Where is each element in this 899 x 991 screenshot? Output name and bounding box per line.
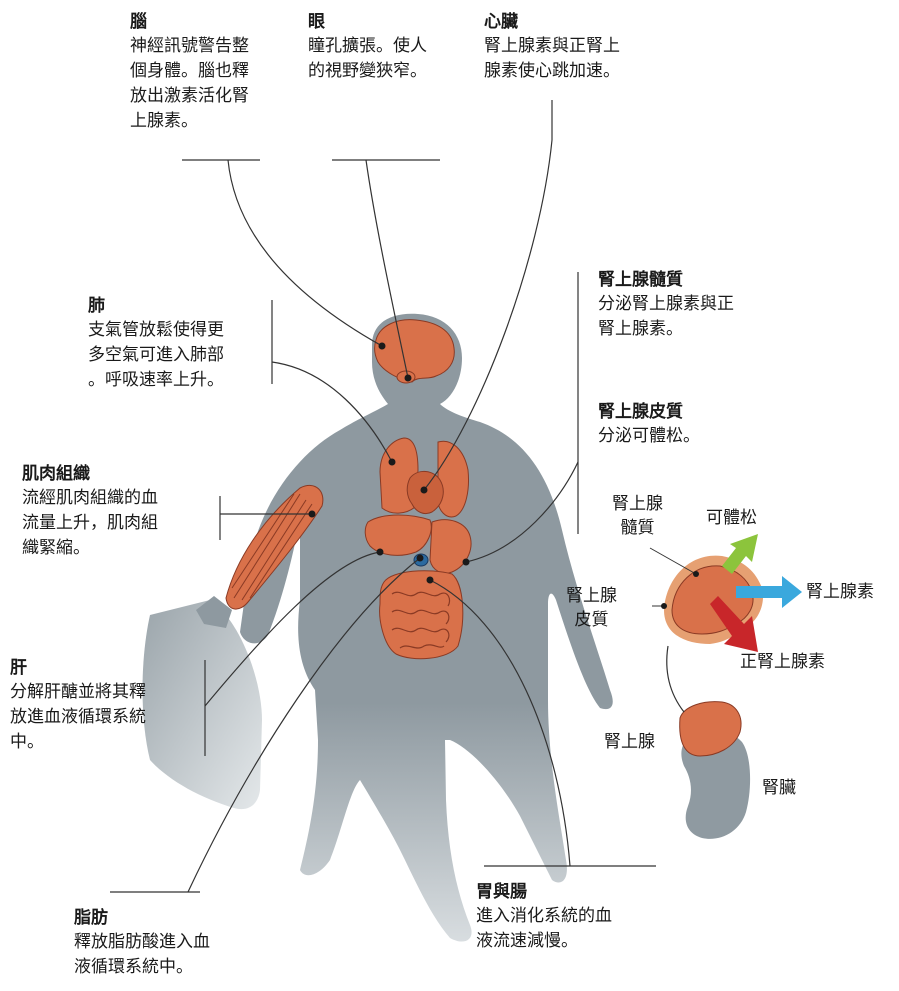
adrenal-connector-line <box>667 646 684 712</box>
inset-medulla-label: 腎上腺 髓質 <box>612 492 663 540</box>
callout-title: 腦 <box>130 10 249 34</box>
callout-line: 。呼吸速率上升。 <box>88 368 224 393</box>
callout-line: 瞳孔擴張。使人 <box>308 34 427 59</box>
callout-line: 進入消化系統的血 <box>476 904 612 929</box>
callout-line: 上腺素。 <box>130 109 249 134</box>
callout-line: 腺素使心跳加速。 <box>484 59 620 84</box>
callout-line: 流量上升，肌肉組 <box>22 511 158 536</box>
callout-adrenal-medulla: 腎上腺髓質 分泌腎上腺素與正 腎上腺素。 <box>598 268 734 342</box>
callout-title: 肺 <box>88 294 224 318</box>
human-silhouette <box>143 314 613 942</box>
callout-line: 個身體。腦也釋 <box>130 59 249 84</box>
callout-eye: 眼 瞳孔擴張。使人 的視野變狹窄。 <box>308 10 427 84</box>
callout-line: 釋放脂肪酸進入血 <box>74 930 210 955</box>
callout-line: 放出激素活化腎 <box>130 84 249 109</box>
callout-title: 胃與腸 <box>476 880 612 904</box>
callout-line: 流經肌肉組織的血 <box>22 486 158 511</box>
callout-brain: 腦 神經訊號警告整 個身體。腦也釋 放出激素活化腎 上腺素。 <box>130 10 249 134</box>
callout-lung: 肺 支氣管放鬆使得更 多空氣可進入肺部 。呼吸速率上升。 <box>88 294 224 393</box>
callout-line: 神經訊號警告整 <box>130 34 249 59</box>
callout-heart: 心臟 腎上腺素與正腎上 腺素使心跳加速。 <box>484 10 620 84</box>
intestines-icon <box>380 571 463 659</box>
medulla-pointer-dot <box>693 571 699 577</box>
callout-line: 的視野變狹窄。 <box>308 59 427 84</box>
callout-line: 液循環系統中。 <box>74 955 210 980</box>
callout-line: 放進血液循環系統 <box>10 705 146 730</box>
callout-title: 肌肉組織 <box>22 462 158 486</box>
callout-line: 液流速減慢。 <box>476 929 612 954</box>
callout-title: 肝 <box>10 656 146 680</box>
inset-label-line: 腎上腺 <box>612 492 663 516</box>
inset-label-line: 髓質 <box>612 516 663 540</box>
callout-line: 分泌可體松。 <box>598 424 700 449</box>
callout-fat: 脂肪 釋放脂肪酸進入血 液循環系統中。 <box>74 906 210 980</box>
epinephrine-label: 腎上腺素 <box>806 580 874 604</box>
callout-line: 支氣管放鬆使得更 <box>88 318 224 343</box>
cortisol-label: 可體松 <box>706 506 757 530</box>
callout-line: 中。 <box>10 730 146 755</box>
callout-title: 脂肪 <box>74 906 210 930</box>
callout-line: 腎上腺素。 <box>598 317 734 342</box>
callout-liver: 肝 分解肝醣並將其釋 放進血液循環系統 中。 <box>10 656 146 755</box>
inset-label-line: 皮質 <box>566 608 617 632</box>
callout-title: 腎上腺髓質 <box>598 268 734 292</box>
norepinephrine-label: 正腎上腺素 <box>740 650 825 674</box>
callout-line: 分泌腎上腺素與正 <box>598 292 734 317</box>
callout-line: 分解肝醣並將其釋 <box>10 680 146 705</box>
callout-muscle: 肌肉組織 流經肌肉組織的血 流量上升，肌肉組 織緊縮。 <box>22 462 158 561</box>
callout-title: 腎上腺皮質 <box>598 400 700 424</box>
kidney-label: 腎臟 <box>762 776 796 800</box>
callout-line: 多空氣可進入肺部 <box>88 343 224 368</box>
inset-label-line: 腎上腺 <box>566 584 617 608</box>
callout-title: 心臟 <box>484 10 620 34</box>
inset-cortex-label: 腎上腺 皮質 <box>566 584 617 632</box>
callout-title: 眼 <box>308 10 427 34</box>
callout-gut: 胃與腸 進入消化系統的血 液流速減慢。 <box>476 880 612 954</box>
cortex-pointer-dot <box>661 603 667 609</box>
callout-adrenal-cortex: 腎上腺皮質 分泌可體松。 <box>598 400 700 449</box>
medulla-pointer-line <box>650 548 696 574</box>
callout-line: 腎上腺素與正腎上 <box>484 34 620 59</box>
callout-line: 織緊縮。 <box>22 536 158 561</box>
adrenal-gland-label: 腎上腺 <box>604 730 655 754</box>
